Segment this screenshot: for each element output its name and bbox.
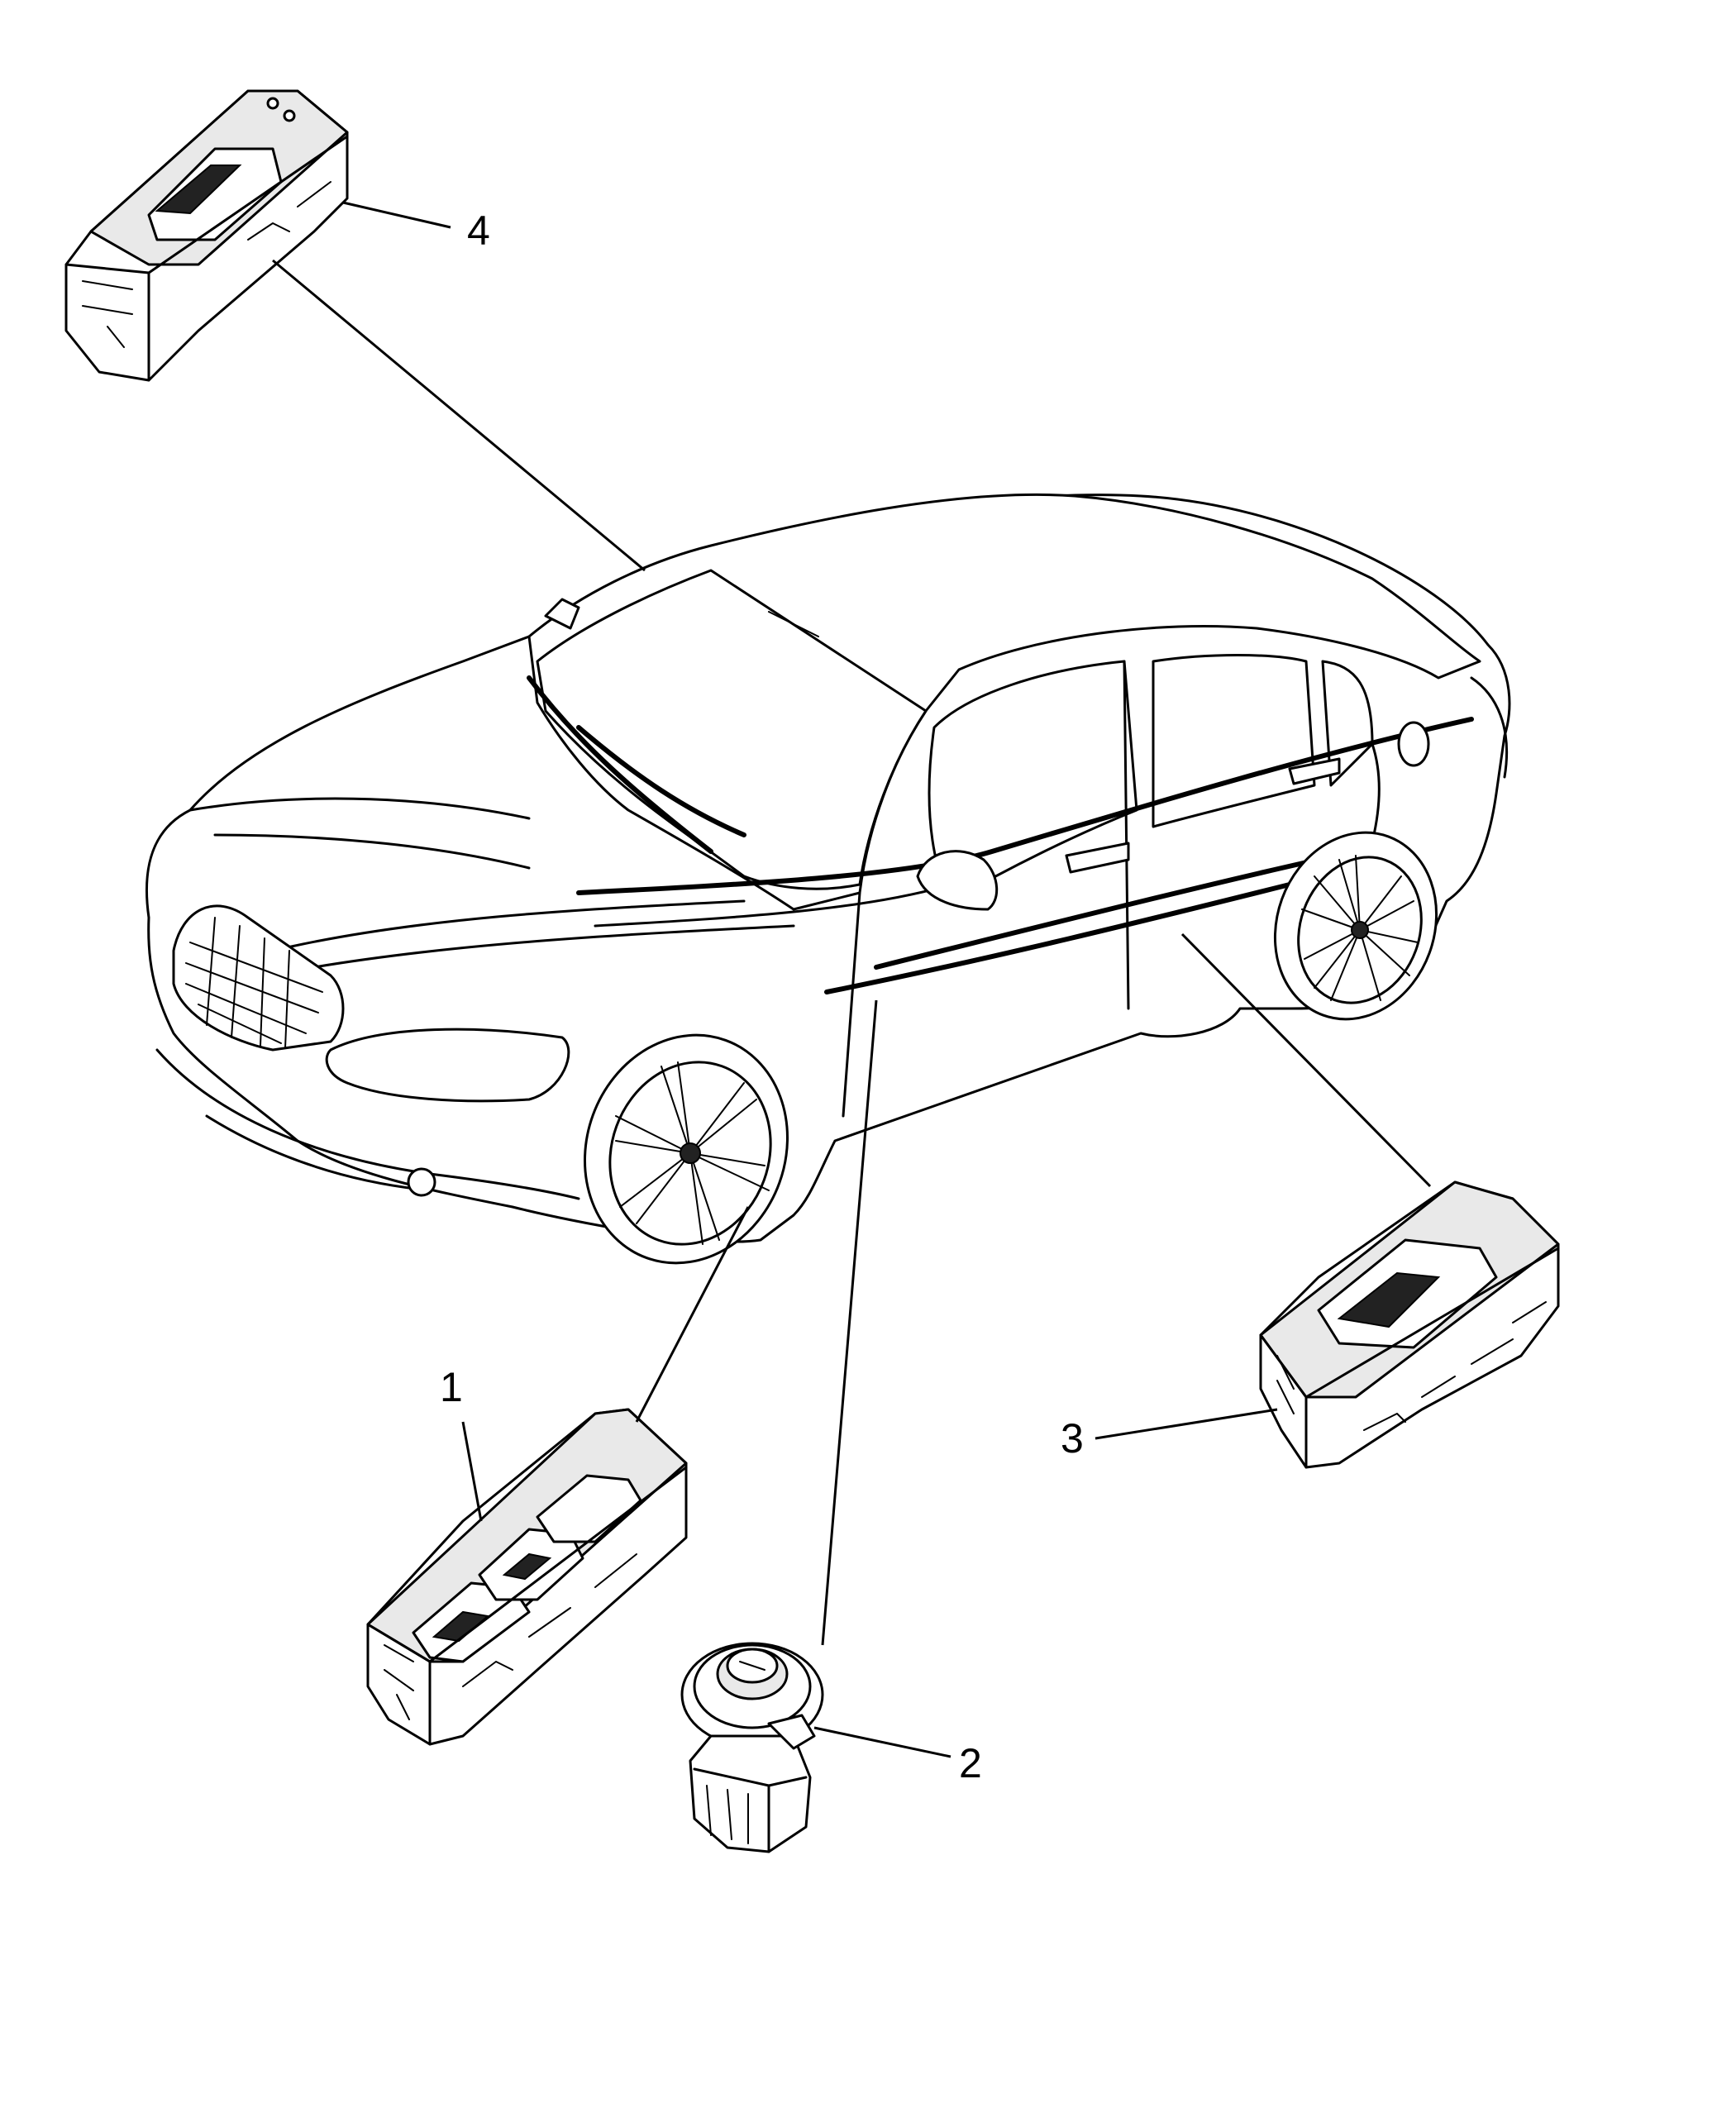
switch-part-4 bbox=[64, 89, 349, 382]
car-illustration bbox=[145, 493, 1511, 1265]
leader-line-1-to-callout bbox=[461, 1421, 483, 1522]
leader-line-4-to-callout bbox=[342, 201, 451, 229]
switch-part-3 bbox=[1259, 1180, 1560, 1469]
leader-line-1-to-car bbox=[635, 1206, 750, 1423]
leader-line-4-to-car bbox=[272, 259, 646, 572]
leader-line-3-to-callout bbox=[1095, 1408, 1278, 1440]
callout-2: 2 bbox=[959, 1740, 982, 1786]
callout-3: 3 bbox=[1061, 1415, 1084, 1462]
leader-line-2-to-callout bbox=[813, 1726, 951, 1758]
leader-line-3-to-car bbox=[1180, 932, 1432, 1188]
leader-line-2-to-car bbox=[821, 999, 878, 1646]
callout-1: 1 bbox=[440, 1364, 463, 1410]
callout-4: 4 bbox=[467, 207, 490, 254]
leader-lines bbox=[272, 201, 1432, 1758]
switch-part-1 bbox=[366, 1408, 688, 1746]
switch-part-2 bbox=[680, 1642, 824, 1853]
